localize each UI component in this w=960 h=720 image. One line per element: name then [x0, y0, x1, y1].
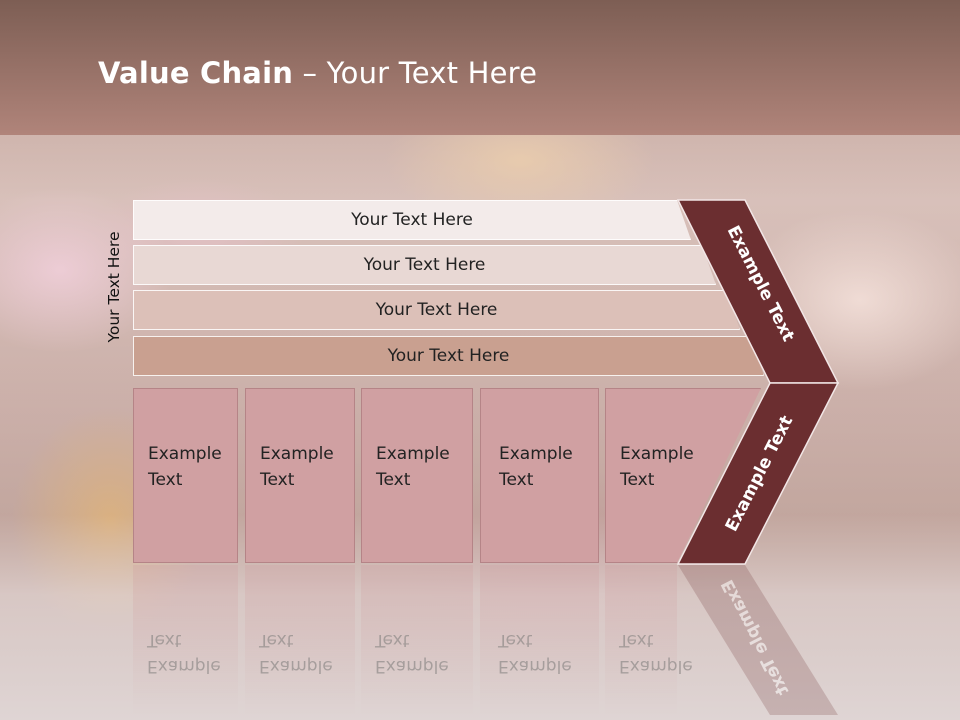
box-1-line2: Text	[148, 470, 183, 490]
box-5-line1: Example	[620, 444, 694, 464]
box-4-line2: Text	[499, 470, 534, 490]
band-1-label: Your Text Here	[351, 210, 473, 230]
reflection-chevron: Example Text	[678, 565, 838, 715]
box-2-line2: Text	[260, 470, 295, 490]
band-3: Your Text Here	[133, 290, 740, 330]
title-banner	[0, 0, 960, 135]
band-2: Your Text Here	[133, 245, 716, 285]
band-3-label: Your Text Here	[375, 300, 498, 320]
box-5-line2: Text	[620, 470, 655, 490]
band-4: Your Text Here	[133, 336, 764, 376]
band-2-label: Your Text Here	[363, 255, 486, 275]
box-1-line1: Example	[148, 444, 222, 464]
box-3-line2: Text	[376, 470, 411, 490]
band-1: Your Text Here	[133, 200, 691, 240]
box-3-line1: Example	[376, 444, 450, 464]
slide-title: Value Chain – Your Text Here	[98, 56, 537, 90]
band-4-label: Your Text Here	[387, 346, 510, 366]
box-2-line1: Example	[260, 444, 334, 464]
chevron-lower	[676, 382, 840, 565]
box-4-line1: Example	[499, 444, 573, 464]
title-rest: – Your Text Here	[293, 56, 538, 90]
title-bold: Value Chain	[98, 56, 294, 90]
